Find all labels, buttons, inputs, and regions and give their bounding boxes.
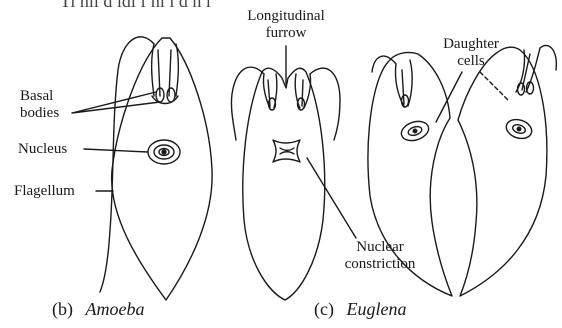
caption-b-letter: (b): [52, 299, 73, 319]
daughter-cell-right-flagellum: [540, 45, 556, 70]
leader-nucleus: [84, 149, 148, 152]
label-longitudinal-furrow: Longitudinal furrow: [234, 8, 338, 42]
amoeba-flagellum: [100, 37, 154, 292]
euglena-constricting-nucleus-inner: [280, 148, 294, 154]
euglena-dividing-flagellum-right: [310, 68, 340, 140]
label-nuclear-constriction-text: Nuclear constriction: [345, 239, 416, 272]
daughter-cell-right-reservoir: [516, 48, 540, 92]
label-nuclear-constriction: Nuclear constriction: [328, 239, 432, 273]
caption-c-letter: (c): [314, 299, 334, 319]
amoeba-nucleolus: [162, 150, 166, 154]
amoeba-basal-body-2: [167, 88, 175, 102]
label-flagellum-text: Flagellum: [14, 183, 75, 199]
label-flagellum: Flagellum: [14, 183, 75, 200]
daughter-cell-right-nucleolus: [517, 127, 521, 131]
label-nucleus: Nucleus: [18, 141, 67, 158]
leader-daughter-cells-right: [480, 72, 508, 100]
daughter-cell-left-basal: [402, 95, 409, 107]
daughter-cell-right-basal-1: [518, 83, 525, 95]
caption-b: (b) Amoeba: [52, 299, 144, 319]
amoeba-reservoir: [152, 44, 179, 96]
label-longitudinal-furrow-text: Longitudinal furrow: [247, 8, 325, 41]
amoeba-cell-drawing: [72, 37, 212, 300]
amoeba-cell-outline: [112, 38, 212, 300]
euglena-constricting-nucleus: [273, 140, 300, 162]
label-daughter-cells-text: Daughter cells: [443, 36, 499, 69]
caption-c: (c) Euglena: [314, 299, 406, 319]
caption-b-name: Amoeba: [86, 299, 145, 319]
label-nucleus-text: Nucleus: [18, 141, 67, 157]
daughter-cell-left-reservoir: [395, 60, 412, 106]
label-daughter-cells: Daughter cells: [426, 36, 516, 70]
daughter-cell-left-flagellum: [372, 56, 396, 72]
label-basal-bodies: Basal bodies: [20, 88, 80, 122]
caption-c-name: Euglena: [346, 299, 406, 319]
leader-nuclear-constriction: [307, 158, 356, 238]
daughter-cell-left-nucleolus: [413, 129, 417, 133]
label-basal-bodies-text: Basal bodies: [20, 88, 59, 121]
euglena-dividing-outline: [243, 68, 325, 300]
